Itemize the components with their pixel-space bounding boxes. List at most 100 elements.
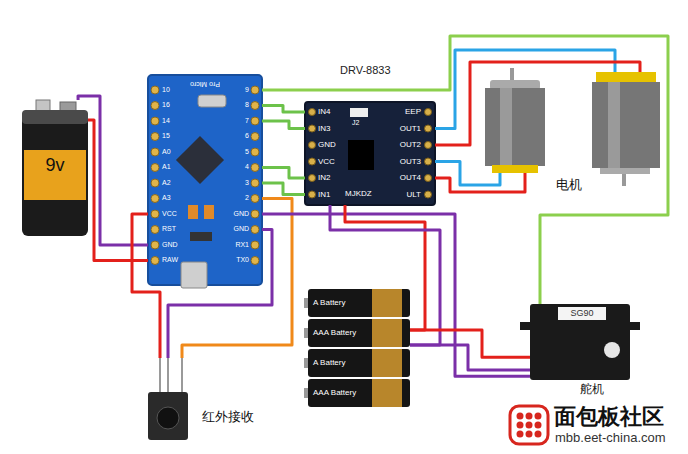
usb-port [181, 262, 207, 288]
module-marking: MJKDZ [345, 189, 372, 198]
motor-body [485, 88, 545, 166]
sensor-leg [159, 358, 161, 392]
pin-label: 6 [245, 132, 249, 140]
pin-label: A1 [162, 163, 171, 171]
pin-hole [251, 164, 259, 172]
pin-hole [151, 164, 159, 172]
wire [132, 214, 160, 358]
pin-hole [151, 179, 159, 187]
pin-label: GND [233, 210, 249, 218]
part-label: 红外接收 [202, 410, 254, 425]
connector-label: J2 [352, 119, 359, 127]
watermark-url: mbb.eet-china.com [555, 431, 666, 446]
sensor-leg [181, 358, 183, 392]
pin-label: 15 [162, 132, 170, 140]
wire [262, 36, 668, 304]
motor-highlight [608, 82, 620, 168]
pin-label: 7 [245, 117, 249, 125]
pin-label: 14 [162, 117, 170, 125]
pin-hole [251, 117, 259, 125]
wire [345, 205, 425, 330]
motor-cap [596, 72, 656, 82]
pin-hole [309, 109, 316, 116]
pin-hole [425, 158, 432, 165]
pin-hole [251, 241, 259, 249]
wire [262, 183, 305, 195]
motor-cap [600, 168, 650, 174]
motor-wire [435, 173, 525, 192]
pin-label: 2 [245, 194, 249, 202]
motor-highlight [500, 88, 512, 166]
wire [182, 199, 292, 359]
pin-hole [251, 133, 259, 141]
pin-label: IN1 [318, 190, 330, 199]
battery-label: A Battery [313, 358, 345, 367]
watermark-logo [517, 422, 524, 429]
battery-9v: 9v [22, 100, 88, 236]
pin-label: 4 [245, 163, 249, 171]
pin-hole [309, 191, 316, 198]
pin-hole [251, 226, 259, 234]
pin-label: 10 [162, 86, 170, 94]
battery-terminal [60, 102, 76, 111]
watermark-logo [526, 431, 533, 438]
pin-hole [251, 86, 259, 94]
pin-hole [151, 241, 159, 249]
smd-part [188, 205, 198, 219]
pin-hole [151, 226, 159, 234]
pin-label: IN4 [318, 107, 330, 116]
module-name: DRV-8833 [340, 64, 391, 77]
pin-hole [425, 175, 432, 182]
servo-model: SG90 [570, 308, 593, 318]
sensor-leg [167, 358, 169, 392]
watermark-ground [505, 400, 688, 454]
battery-cell [308, 379, 410, 407]
motor-cap [492, 165, 538, 173]
battery-label: AAA Battery [313, 328, 356, 337]
motor-wire [435, 162, 500, 186]
pin-label: 16 [162, 101, 170, 109]
pin-hole [309, 125, 316, 132]
wire [88, 120, 148, 261]
wire [262, 121, 305, 129]
pin-label: A0 [162, 148, 171, 156]
battery-cell [308, 319, 410, 347]
watermark-text: 面包板社区 [554, 404, 664, 429]
wire [168, 229, 272, 358]
motor-shaft [510, 68, 514, 82]
pin-label: ULT [406, 190, 421, 199]
pin-label: RST [162, 225, 176, 233]
pin-label: VCC [318, 157, 335, 166]
pin-label: GND [318, 140, 336, 149]
pin-label: EEP [405, 107, 421, 116]
pin-label: IN3 [318, 124, 330, 133]
pin-hole [251, 102, 259, 110]
battery-cell [308, 289, 410, 317]
battery-band [372, 289, 402, 317]
ir-receiver: 红外接收 [148, 358, 188, 440]
pin-hole [151, 86, 159, 94]
board-name: Pro Micro [190, 80, 220, 88]
pcb-board [148, 75, 262, 285]
battery-voltage: 9v [45, 155, 64, 176]
pin-label: VCC [162, 210, 177, 218]
pin-label: 9 [245, 86, 249, 94]
pin-label: 8 [245, 101, 249, 109]
pin-hole [425, 142, 432, 149]
pin-hole [425, 191, 432, 198]
pin-hole [425, 109, 432, 116]
pin-label: A3 [162, 194, 171, 202]
battery-pack: A BatteryAAA BatteryA BatteryAAA Battery [308, 289, 410, 407]
smd-part [204, 205, 214, 219]
sensor-dome [157, 407, 179, 429]
wire [262, 214, 530, 376]
driver-chip [348, 140, 374, 170]
pin-hole [151, 102, 159, 110]
sensor-body [148, 392, 188, 440]
pin-hole [151, 195, 159, 203]
pin-hole [151, 257, 159, 265]
motor-wire [435, 62, 640, 145]
battery-top [22, 110, 88, 124]
pin-label: A2 [162, 179, 171, 187]
